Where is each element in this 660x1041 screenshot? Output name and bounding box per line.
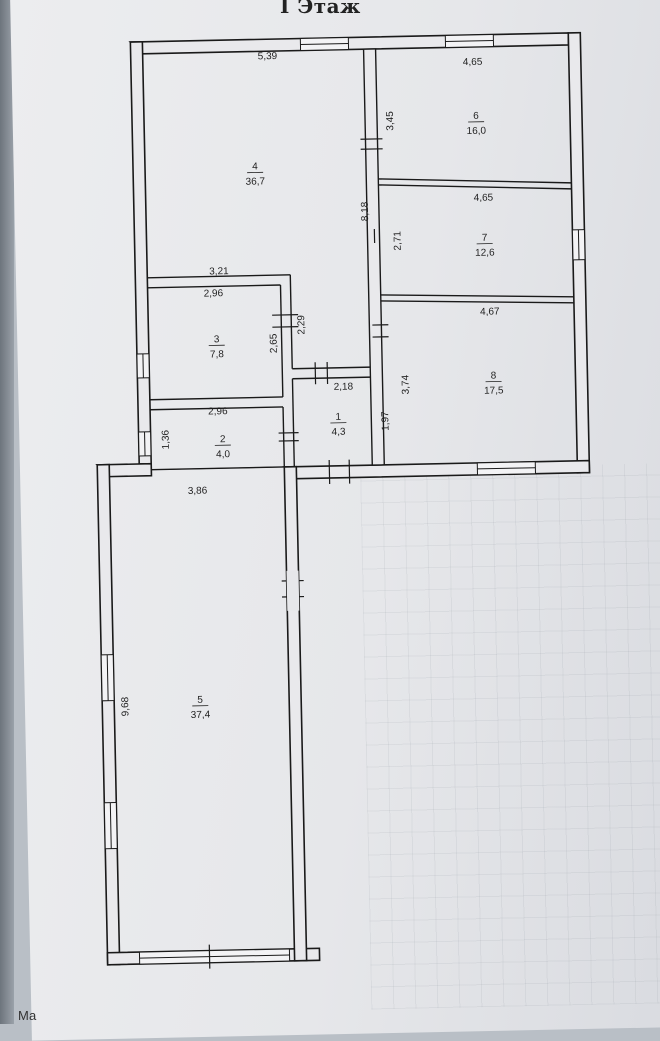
dim-968: 9,68 <box>120 696 131 716</box>
svg-text:6: 6 <box>473 111 479 122</box>
svg-text:4,3: 4,3 <box>332 427 347 438</box>
svg-text:12,6: 12,6 <box>475 247 495 258</box>
room-labels: 4 36,7 6 16,0 7 12,6 3 7,8 8 <box>178 110 510 721</box>
outer-walls <box>88 33 599 965</box>
room-2-label: 2 4,0 <box>215 434 232 460</box>
dim-465-mid: 4,65 <box>474 193 494 204</box>
svg-text:36,7: 36,7 <box>245 176 265 187</box>
dim-296-top: 2,96 <box>204 288 224 299</box>
svg-text:37,4: 37,4 <box>191 710 211 721</box>
room-6-label: 6 16,0 <box>466 111 486 137</box>
room-1-label: 1 4,3 <box>330 412 347 438</box>
footer-text: Ма <box>18 1008 36 1023</box>
svg-text:4: 4 <box>252 161 258 172</box>
svg-text:2: 2 <box>220 434 226 445</box>
dim-465-top: 4,65 <box>463 57 483 68</box>
room-8-label: 8 17,5 <box>484 370 504 396</box>
dimension-labels: 5,39 4,65 4,65 4,67 3,21 2,96 2,18 2,96 … <box>107 46 509 716</box>
svg-text:17,5: 17,5 <box>484 385 504 396</box>
dim-229: 2,29 <box>296 315 307 335</box>
svg-text:7,8: 7,8 <box>210 349 225 360</box>
room5-top-line <box>151 467 284 470</box>
svg-text:1: 1 <box>335 412 341 423</box>
dim-386: 3,86 <box>188 486 208 497</box>
dim-539: 5,39 <box>258 51 278 62</box>
svg-text:16,0: 16,0 <box>466 126 486 137</box>
dim-296-bottom: 2,96 <box>208 406 228 417</box>
dim-271: 2,71 <box>392 231 403 251</box>
dim-374: 3,74 <box>400 374 411 394</box>
room-7-label: 7 12,6 <box>475 232 495 258</box>
svg-text:5: 5 <box>197 695 203 706</box>
svg-text:3: 3 <box>214 334 220 345</box>
dim-136: 1,36 <box>160 429 171 449</box>
svg-text:8: 8 <box>491 370 497 381</box>
dim-467: 4,67 <box>480 306 500 317</box>
dim-218: 2,18 <box>334 381 354 392</box>
room-3-label: 3 7,8 <box>209 334 226 360</box>
dim-818: 8,18 <box>360 201 371 221</box>
room-5-label: 5 37,4 <box>190 695 210 721</box>
dim-197: 1,97 <box>380 411 391 431</box>
svg-text:4,0: 4,0 <box>216 449 231 460</box>
dim-321: 3,21 <box>209 266 229 277</box>
room-4-label: 4 36,7 <box>245 161 265 187</box>
dim-345: 3,45 <box>385 111 396 131</box>
dim-265: 2,65 <box>268 333 279 353</box>
svg-text:7: 7 <box>482 233 488 244</box>
windows <box>88 33 599 965</box>
